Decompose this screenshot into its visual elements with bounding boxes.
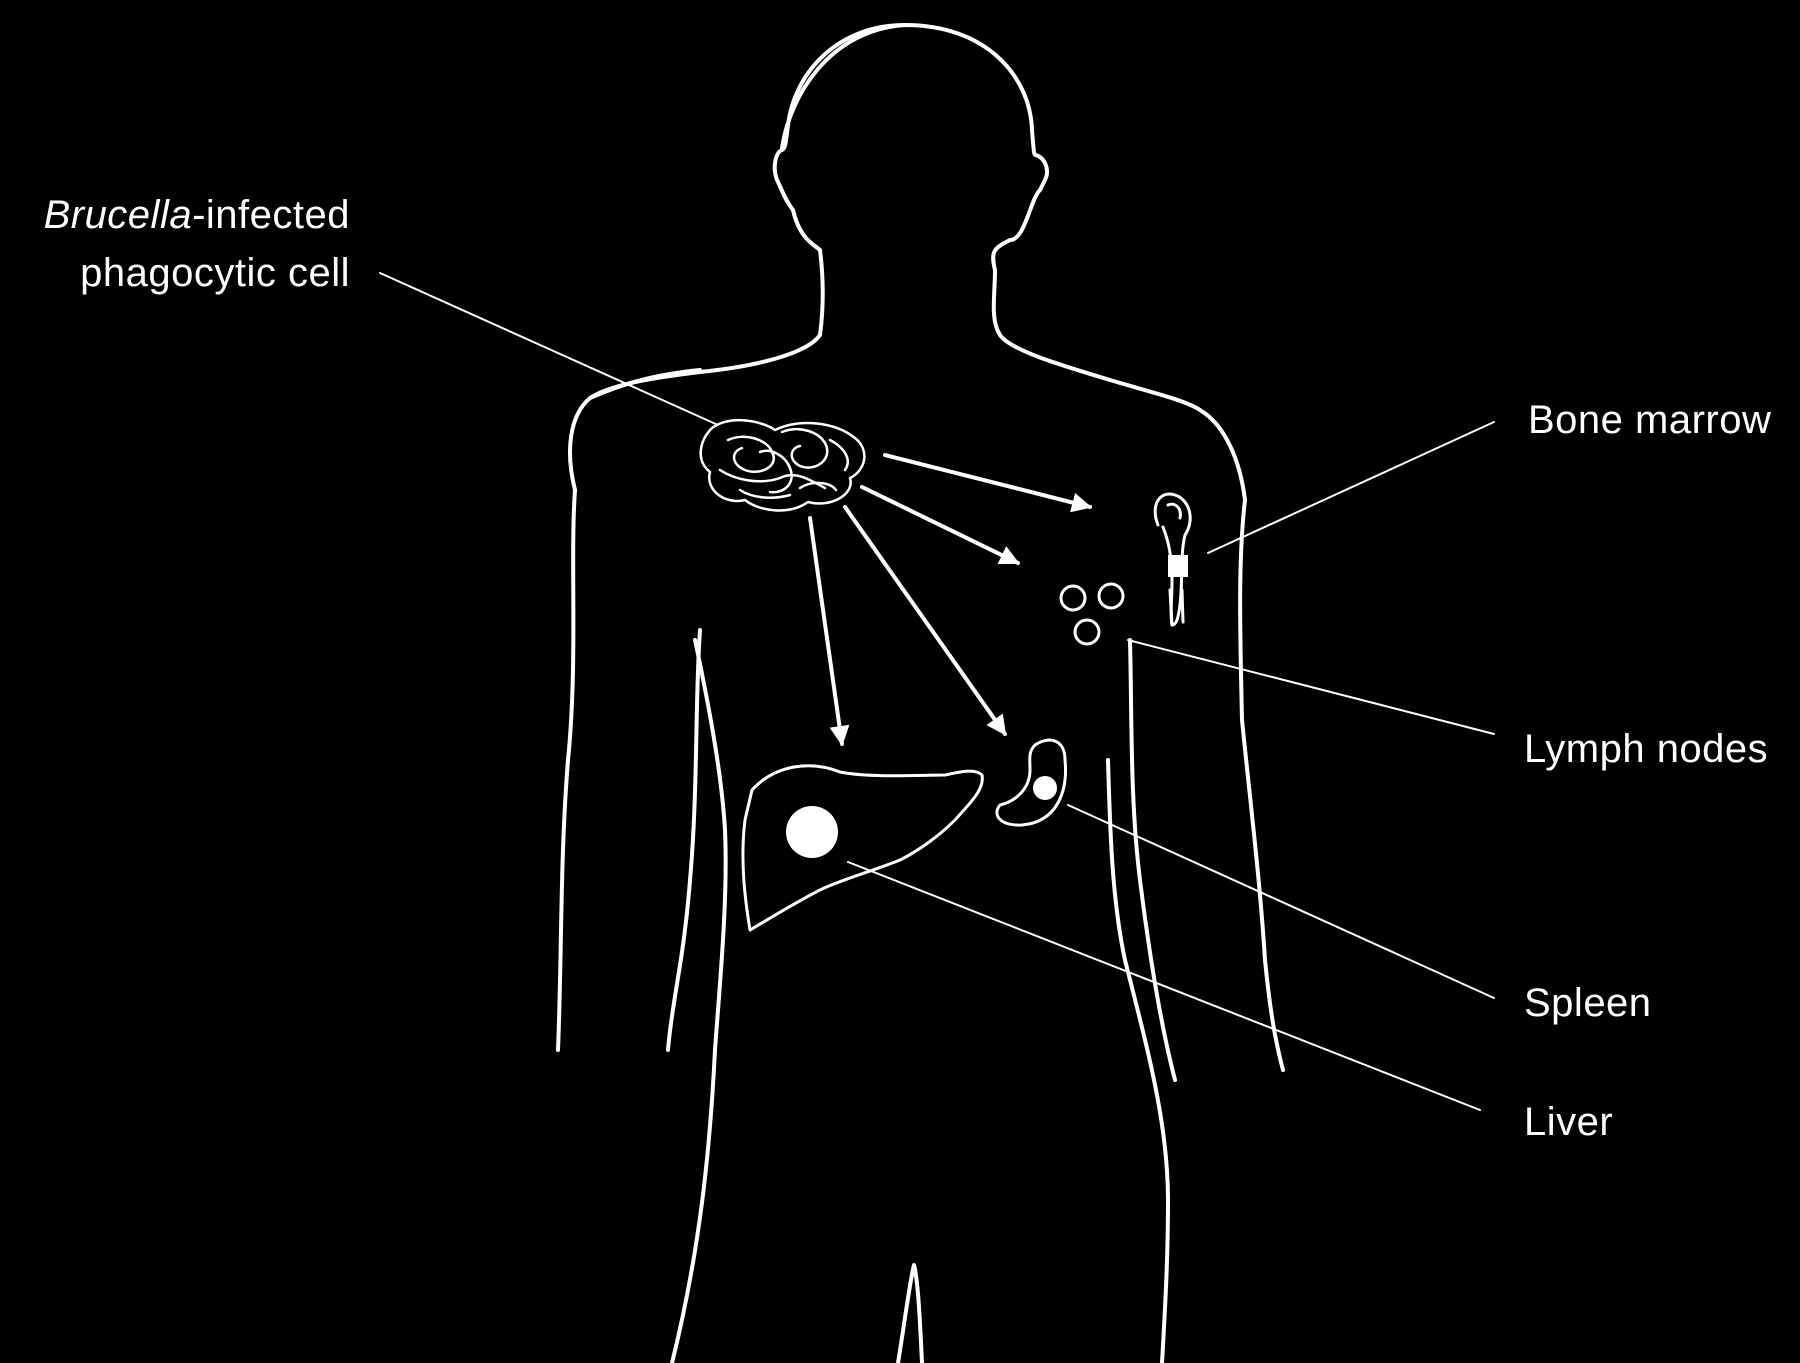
arrow-to-liver <box>810 518 842 744</box>
liver-icon <box>743 766 982 930</box>
leader-spleen <box>1068 805 1494 998</box>
infected-cell-icon <box>701 420 865 510</box>
label-phagocytic-cell: phagocytic cell <box>14 244 350 302</box>
spleen-dot <box>1033 776 1057 800</box>
lymph-nodes-icon <box>1061 584 1123 644</box>
leader-liver <box>848 862 1480 1110</box>
leader-infected-cell <box>380 273 718 425</box>
bone-marrow-dot <box>1168 555 1188 577</box>
left-arm-inner <box>668 630 700 1050</box>
label-infected-suffix: -infected <box>192 193 350 237</box>
left-arm-outer <box>558 490 575 1050</box>
label-liver: Liver <box>1524 1093 1613 1151</box>
label-brucella: Brucella <box>44 193 193 237</box>
liver-dot <box>786 806 838 858</box>
label-lymph-nodes: Lymph nodes <box>1524 720 1768 778</box>
torso-left <box>672 640 726 1363</box>
arrow-to-lymph-nodes <box>862 487 1018 563</box>
dissemination-arrows <box>810 455 1090 744</box>
body-outline <box>558 25 1283 1363</box>
label-spleen: Spleen <box>1524 974 1652 1032</box>
leader-lymph-nodes <box>1128 640 1494 734</box>
leader-lines <box>380 273 1494 1110</box>
label-infected-cell: Brucella-infected phagocytic cell <box>14 186 350 302</box>
arrow-to-spleen <box>845 507 1005 734</box>
arrow-to-bone-marrow <box>885 455 1090 507</box>
head-outline <box>782 25 1245 500</box>
leader-bone-marrow <box>1208 422 1494 553</box>
label-bone-marrow: Bone marrow <box>1528 391 1771 449</box>
right-arm-outer <box>1240 500 1283 1070</box>
crotch-outline <box>898 1265 922 1363</box>
